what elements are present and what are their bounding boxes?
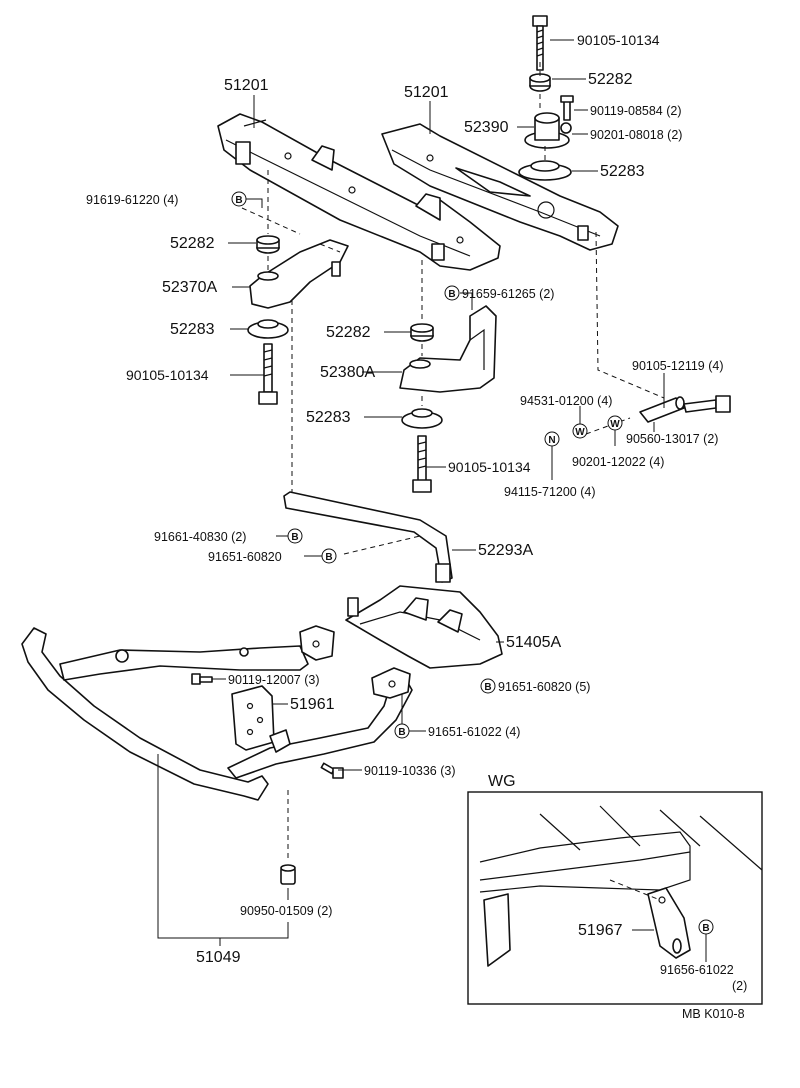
- bracket-52390: [524, 95, 574, 149]
- label-52390: 52390: [464, 119, 509, 136]
- bracket-52380A: [399, 305, 497, 393]
- svg-text:B: B: [291, 532, 298, 543]
- label-90105-12119: 90105-12119 (4): [632, 359, 724, 373]
- label-52293A: 52293A: [478, 542, 533, 559]
- label-51049: 51049: [196, 949, 241, 966]
- label-91656-61022: 91656-61022: [660, 963, 734, 977]
- label-91619-61220: 91619-61220 (4): [86, 193, 178, 207]
- svg-text:W: W: [610, 419, 620, 430]
- footer-diagram-code: MB K010-8: [682, 1007, 745, 1021]
- bolt-90119-10336: [320, 762, 344, 779]
- label-51967: 51967: [578, 922, 623, 939]
- svg-text:W: W: [575, 427, 585, 438]
- label-91651-60820-a: 91651-60820: [208, 550, 282, 564]
- svg-text:B: B: [235, 195, 242, 206]
- symbol-b-5: B: [480, 678, 496, 694]
- label-52283-mid: 52283: [306, 409, 351, 426]
- label-90119-08584: 90119-08584 (2): [590, 104, 682, 118]
- label-90950-01509: 90950-01509 (2): [240, 904, 332, 918]
- top-bolt-90105-10134: [532, 15, 548, 71]
- leader-lines: [157, 39, 707, 962]
- bolt-90105-12119: [683, 395, 731, 413]
- label-51405A: 51405A: [506, 634, 561, 651]
- label-94115-71200: 94115-71200 (4): [504, 485, 596, 499]
- label-91656-61022-qty: (2): [732, 979, 747, 993]
- label-90201-12022: 90201-12022 (4): [572, 455, 664, 469]
- label-52283-top: 52283: [600, 163, 645, 180]
- label-90105-10134-mid: 90105-10134: [448, 459, 531, 475]
- symbol-b-6: B: [394, 723, 410, 739]
- crossmember-left: [217, 113, 501, 271]
- symbol-b-2: B: [444, 285, 460, 301]
- crossmember-right: [381, 123, 619, 251]
- svg-text:B: B: [398, 727, 405, 738]
- symbol-w-1: W: [572, 423, 588, 439]
- label-90119-10336: 90119-10336 (3): [364, 764, 456, 778]
- label-91661-40830: 91661-40830 (2): [154, 530, 246, 544]
- svg-text:B: B: [448, 289, 455, 300]
- insulator-52282-mid: [410, 323, 434, 342]
- label-52370A: 52370A: [162, 279, 217, 296]
- label-90560-13017: 90560-13017 (2): [626, 432, 718, 446]
- label-52282-left: 52282: [170, 235, 215, 252]
- symbol-b-3: B: [287, 528, 303, 544]
- symbol-b-1: B: [231, 191, 247, 207]
- insulator-52282-left: [256, 235, 280, 254]
- label-51201-right: 51201: [404, 84, 449, 101]
- label-51961: 51961: [290, 696, 335, 713]
- label-90105-10134-left: 90105-10134: [126, 367, 209, 383]
- cushion-52283-mid: [401, 408, 443, 429]
- label-94531-01200: 94531-01200 (4): [520, 394, 612, 408]
- label-90105-10134-top: 90105-10134: [577, 32, 660, 48]
- stay-52293A: [283, 491, 453, 583]
- label-51201-left: 51201: [224, 77, 269, 94]
- label-52282-top: 52282: [588, 71, 633, 88]
- cushion-52283-left: [247, 319, 289, 339]
- insulator-52282-top: [529, 73, 551, 92]
- crossmember-subassy-51049: [21, 625, 413, 801]
- label-91651-60820-b: 91651-60820 (5): [498, 680, 590, 694]
- wg-inset-frame: [467, 791, 763, 1005]
- symbol-n-1: N: [544, 431, 560, 447]
- svg-text:B: B: [325, 552, 332, 563]
- label-52282-mid: 52282: [326, 324, 371, 341]
- bolt-90119-12007: [191, 673, 213, 685]
- bracket-52370A: [249, 239, 349, 309]
- label-91659-61265: 91659-61265 (2): [462, 287, 554, 301]
- label-52283-left: 52283: [170, 321, 215, 338]
- symbol-b-4: B: [321, 548, 337, 564]
- bolt-90105-10134-mid: [412, 435, 432, 493]
- collar-90560-13017: [639, 396, 685, 423]
- svg-text:N: N: [548, 435, 555, 446]
- bolt-90105-10134-left: [258, 343, 278, 405]
- svg-text:B: B: [484, 682, 491, 693]
- cap-90950-01509: [280, 864, 296, 885]
- label-90119-12007: 90119-12007 (3): [228, 673, 320, 687]
- wg-inset-drawing: [479, 805, 763, 967]
- label-90201-08018: 90201-08018 (2): [590, 128, 682, 142]
- label-91651-61022: 91651-61022 (4): [428, 725, 520, 739]
- symbol-w-2: W: [607, 415, 623, 431]
- cushion-52283-top: [518, 160, 572, 181]
- label-52380A: 52380A: [320, 364, 375, 381]
- skid-plate-51405A: [345, 585, 503, 669]
- symbol-b-7: B: [698, 919, 714, 935]
- svg-text:B: B: [702, 923, 709, 934]
- bracket-51961: [231, 685, 291, 753]
- inset-title-wg: WG: [488, 773, 516, 790]
